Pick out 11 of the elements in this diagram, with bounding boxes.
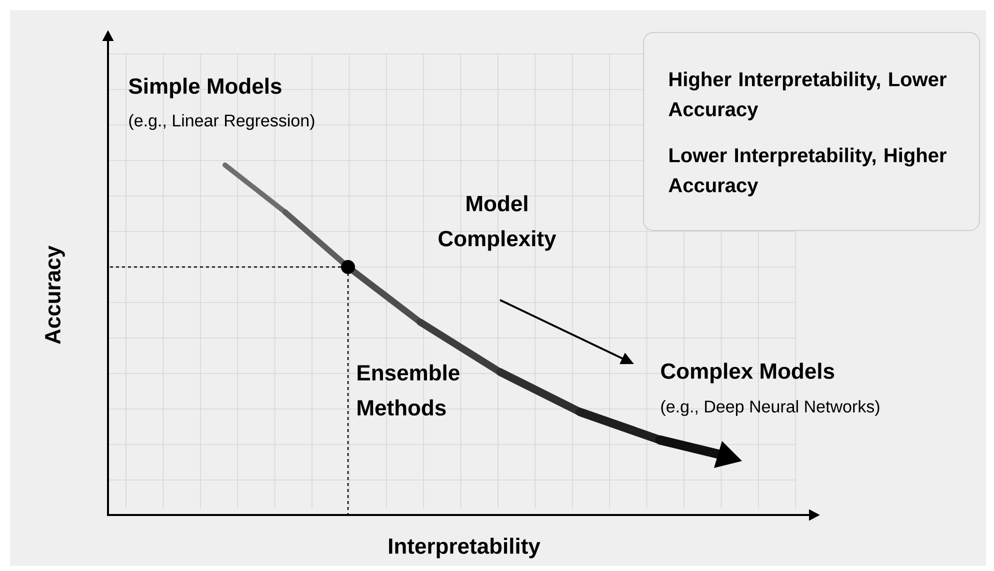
curve-label: (e.g., Deep Neural Networks) bbox=[661, 400, 880, 416]
curve-label: Complex Models bbox=[661, 362, 834, 384]
axis-title: Interpretability bbox=[389, 538, 540, 558]
curve-label: Simple Models bbox=[128, 78, 282, 98]
legend-box bbox=[643, 32, 980, 231]
legend-text: Lower Interpretability, Higher Accuracy bbox=[668, 148, 946, 196]
legend-text: Higher Interpretability, Lower Accuracy bbox=[668, 72, 946, 120]
point-label: Ensemble Methods bbox=[358, 364, 460, 416]
axis-title: Accuracy bbox=[45, 246, 65, 344]
curve-label: (e.g., Linear Regression) bbox=[129, 114, 314, 130]
arrow-label: Model Complexity bbox=[438, 195, 556, 251]
